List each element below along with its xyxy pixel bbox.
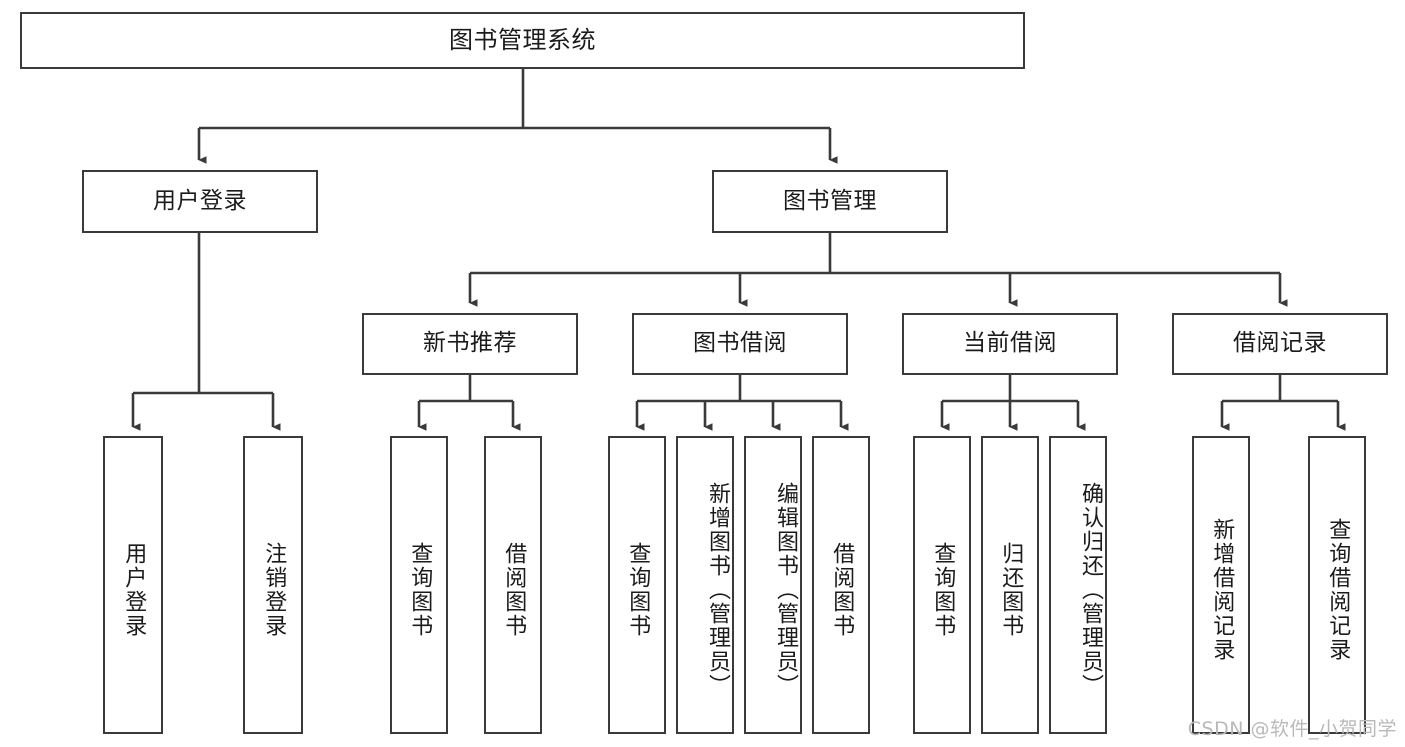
leaf-book-borrow-add-book-admin[interactable]: 新增图书（管理员） xyxy=(676,436,734,734)
leaf-new-book-borrow-book[interactable]: 借阅图书 xyxy=(484,436,542,734)
leaf-book-borrow-edit-book-admin[interactable]: 编辑图书（管理员） xyxy=(744,436,802,734)
node-user-login[interactable]: 用户登录 xyxy=(82,170,318,233)
leaf-current-borrow-return-book[interactable]: 归还图书 xyxy=(981,436,1039,734)
node-new-book-recommend[interactable]: 新书推荐 xyxy=(362,313,578,375)
node-root-system[interactable]: 图书管理系统 xyxy=(20,12,1025,69)
leaf-current-borrow-query-book[interactable]: 查询图书 xyxy=(913,436,971,734)
leaf-new-book-query-book[interactable]: 查询图书 xyxy=(390,436,448,734)
leaf-current-borrow-confirm-return-admin[interactable]: 确认归还（管理员） xyxy=(1049,436,1107,734)
watermark-text: CSDN @软件_小贺同学 xyxy=(1187,718,1397,740)
node-book-management[interactable]: 图书管理 xyxy=(712,170,948,233)
leaf-borrow-record-query-record[interactable]: 查询借阅记录 xyxy=(1308,436,1366,734)
leaf-user-login-login[interactable]: 用户登录 xyxy=(103,436,163,734)
node-borrow-record[interactable]: 借阅记录 xyxy=(1172,313,1388,375)
node-book-borrow[interactable]: 图书借阅 xyxy=(632,313,848,375)
node-current-borrow[interactable]: 当前借阅 xyxy=(902,313,1118,375)
leaf-book-borrow-query-book[interactable]: 查询图书 xyxy=(608,436,666,734)
leaf-borrow-record-add-record[interactable]: 新增借阅记录 xyxy=(1192,436,1250,734)
leaf-user-login-logout[interactable]: 注销登录 xyxy=(243,436,303,734)
leaf-book-borrow-borrow-book[interactable]: 借阅图书 xyxy=(812,436,870,734)
